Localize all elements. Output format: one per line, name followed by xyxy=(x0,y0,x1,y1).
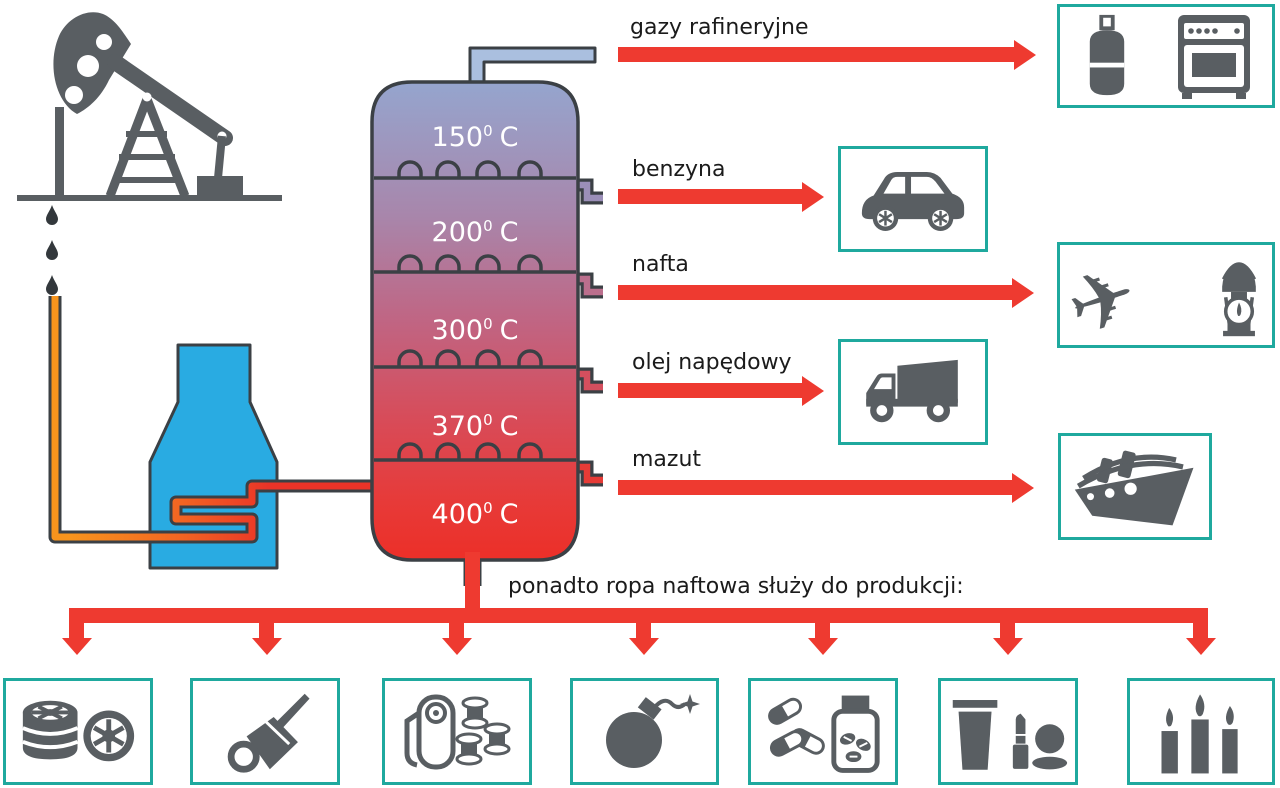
arrow-mazut xyxy=(618,480,1012,495)
svg-text:✈: ✈ xyxy=(1062,250,1149,340)
product-box-refinery-gases xyxy=(1057,4,1275,108)
arrow-benzyna xyxy=(618,189,802,204)
product-box-nafta: ✈ xyxy=(1057,242,1275,348)
tires-icon xyxy=(22,700,135,761)
product-box-pharmaceuticals xyxy=(748,678,898,785)
side-outlet-pipes xyxy=(576,178,603,487)
footer-caption: ponadto ropa naftowa służy do produkcji: xyxy=(508,574,964,599)
label-mazut: mazut xyxy=(632,447,702,472)
stove-icon xyxy=(1178,15,1250,99)
car-icon xyxy=(861,171,965,231)
product-box-oil-can xyxy=(190,678,340,785)
airplane-icon: ✈ xyxy=(1062,250,1149,340)
down-arrow-3 xyxy=(449,622,464,638)
thread-spools xyxy=(455,696,511,765)
distributor-bar xyxy=(69,608,1208,623)
arrow-nafta xyxy=(618,285,1012,300)
distillation-column-icon xyxy=(370,46,603,586)
down-arrow-5 xyxy=(815,622,830,638)
label-nafta: nafta xyxy=(632,252,689,277)
down-arrow-7 xyxy=(1193,622,1208,638)
arrow-gazy-rafineryjne xyxy=(618,47,1014,62)
product-box-olej-napedowy xyxy=(838,339,988,445)
product-box-benzyna xyxy=(838,146,988,252)
product-box-cosmetics xyxy=(938,678,1078,785)
candles-icon xyxy=(1161,693,1238,773)
down-arrow-4 xyxy=(636,622,651,638)
oil-pump-jack-icon xyxy=(17,12,282,201)
product-box-tires xyxy=(3,678,153,785)
label-olej-napedowy: olej napędowy xyxy=(632,350,792,375)
product-box-explosives xyxy=(570,678,719,785)
bubble-cap-trays xyxy=(374,160,576,462)
label-benzyna: benzyna xyxy=(632,157,726,182)
furnace-icon xyxy=(48,296,380,570)
cosmetics-icon xyxy=(952,699,1068,770)
product-box-textiles xyxy=(382,678,532,785)
down-arrow-1 xyxy=(69,622,84,638)
pharmaceuticals-icon xyxy=(768,695,880,773)
explosives-icon xyxy=(605,693,700,768)
label-gazy-rafineryjne: gazy rafineryjne xyxy=(630,15,809,40)
column-bottom-connector xyxy=(465,552,480,610)
textiles-icon xyxy=(404,694,511,769)
truck-icon xyxy=(866,359,958,423)
down-arrow-2 xyxy=(259,622,274,638)
product-box-candles xyxy=(1127,678,1275,785)
product-box-mazut xyxy=(1058,433,1212,540)
oil-drops-icon xyxy=(46,205,58,295)
down-arrow-6 xyxy=(1000,622,1015,638)
ship-icon xyxy=(1074,450,1194,525)
oil-can-icon xyxy=(227,693,310,773)
gas-cylinder-icon xyxy=(1089,14,1125,96)
kerosene-lamp-icon xyxy=(1221,262,1257,337)
arrow-olej-napedowy xyxy=(618,383,802,398)
